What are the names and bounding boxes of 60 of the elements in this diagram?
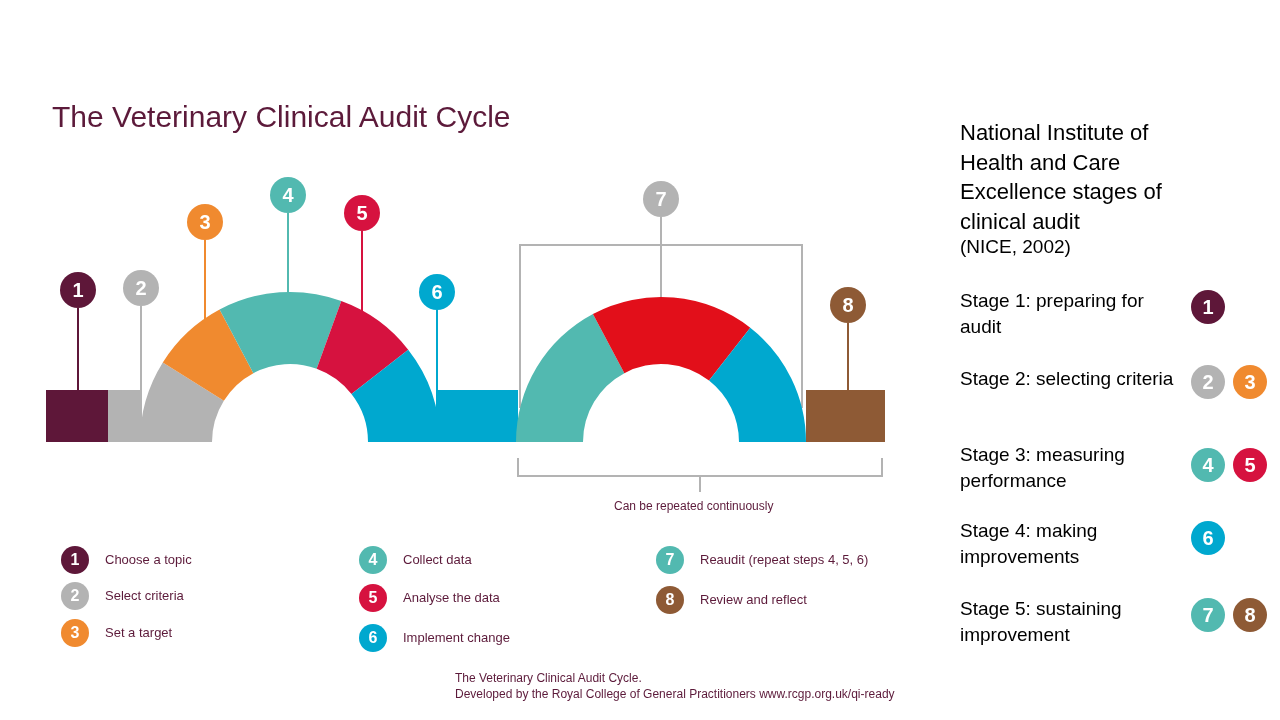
arc-segment [219, 292, 342, 374]
arc-segment [316, 301, 409, 394]
footer-text: Developed by the Royal College of General Practitioners www.rcgp.org.uk/qi-ready [455, 686, 896, 703]
number-badge: 2 [123, 270, 159, 306]
number-badge: 7 [656, 546, 684, 574]
number-badge: 7 [1191, 598, 1225, 632]
arc-segment [592, 297, 751, 381]
leader-line [287, 212, 289, 294]
block [46, 390, 110, 442]
stage-text: Stage 4: making improvements [960, 519, 1099, 569]
leader-line [140, 305, 142, 391]
stage-text: Stage 3: measuring performance [960, 443, 1126, 493]
arc-segment [162, 309, 254, 401]
leader-line [77, 307, 79, 391]
leader-line [361, 230, 363, 313]
node-label: Collect data [403, 552, 472, 567]
number-badge: 8 [1233, 598, 1267, 632]
number-badge: 6 [359, 624, 387, 652]
number-badge: 5 [344, 195, 380, 231]
number-badge: 3 [61, 619, 89, 647]
stage-text: Stage 2: selecting criteria [960, 367, 1175, 391]
arc-segment [709, 327, 806, 442]
number-badge: 2 [61, 582, 89, 610]
node-label: Review and reflect [700, 592, 807, 607]
number-badge: 5 [1233, 448, 1267, 482]
block [806, 390, 885, 442]
leader-line [847, 322, 849, 391]
number-badge: 7 [643, 181, 679, 217]
node-label: Analyse the data [403, 590, 500, 605]
arc-segment [108, 362, 224, 442]
arc-segment [351, 349, 518, 442]
note: Can be repeated continuously [614, 498, 775, 515]
number-badge: 1 [60, 272, 96, 308]
node-label: Choose a topic [105, 552, 192, 567]
number-badge: 5 [359, 584, 387, 612]
number-badge: 1 [1191, 290, 1225, 324]
panel-heading: National Institute of Health and Care Excellence stages of clinical audit [960, 119, 1163, 237]
stage-text: Stage 5: sustaining improvement [960, 597, 1123, 647]
arc-segment [516, 313, 625, 442]
number-badge: 8 [830, 287, 866, 323]
number-badge: 2 [1191, 365, 1225, 399]
title: The Veterinary Clinical Audit Cycle [52, 100, 511, 134]
number-badge: 6 [1191, 521, 1225, 555]
number-badge: 6 [419, 274, 455, 310]
footer-text: The Veterinary Clinical Audit Cycle. [455, 670, 643, 687]
number-badge: 1 [61, 546, 89, 574]
node-label: Set a target [105, 625, 173, 640]
node-label: Implement change [403, 630, 510, 645]
stage-text: Stage 1: preparing for audit [960, 289, 1145, 339]
number-badge: 4 [359, 546, 387, 574]
leader-line [204, 239, 206, 321]
number-badge: 3 [1233, 365, 1267, 399]
node-label: Select criteria [105, 588, 184, 603]
number-badge: 4 [270, 177, 306, 213]
citation: (NICE, 2002) [960, 235, 1072, 259]
node-label: Reaudit (repeat steps 4, 5, 6) [700, 552, 869, 567]
leader-line [436, 309, 438, 391]
number-badge: 4 [1191, 448, 1225, 482]
number-badge: 8 [656, 586, 684, 614]
number-badge: 3 [187, 204, 223, 240]
